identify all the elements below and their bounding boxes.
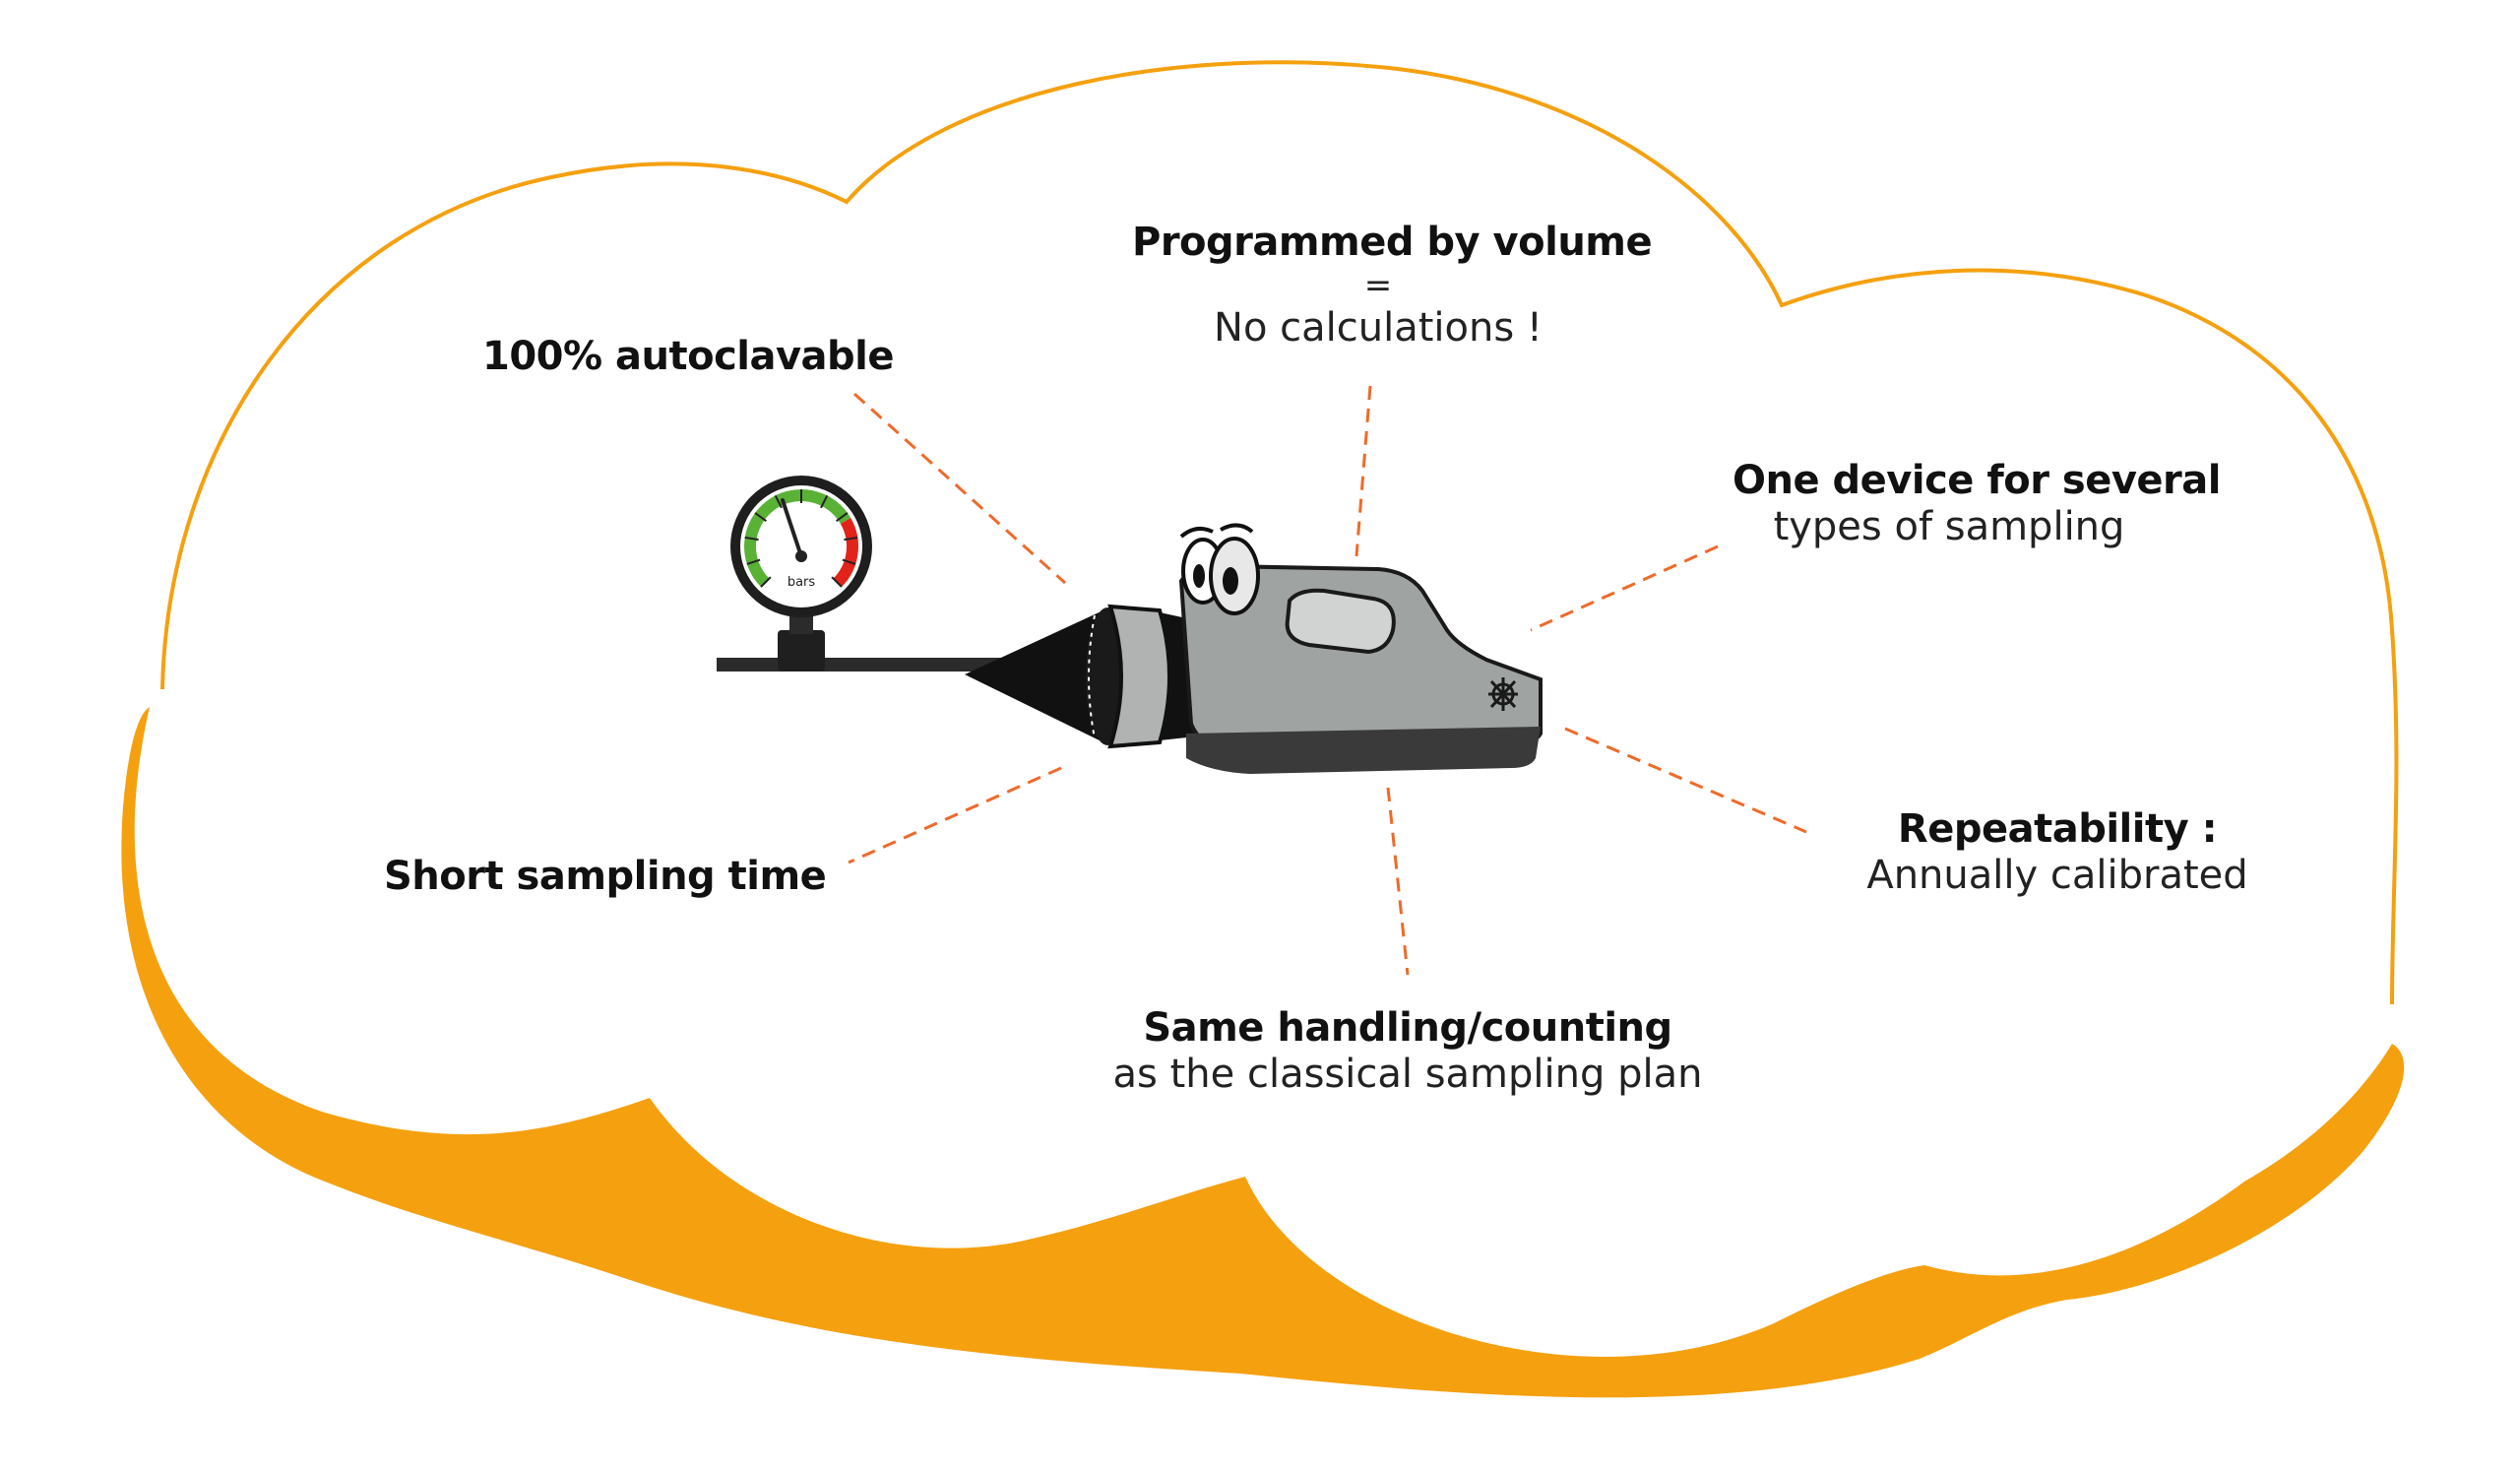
- feature-repeatability: Repeatability : Annually calibrated: [1851, 805, 2264, 898]
- connector-line: [848, 766, 1062, 864]
- cloud-inner: [150, 707, 2392, 1326]
- bug-logo-icon: [1488, 677, 1518, 711]
- feature-several: One device for several types of sampling: [1732, 457, 2221, 549]
- feature-title: 100% autoclavable: [482, 334, 895, 379]
- gauge-tick: [844, 536, 858, 542]
- gauge-tick: [820, 494, 829, 509]
- feature-title: One device for several: [1732, 458, 2221, 503]
- gauge-tick: [754, 512, 767, 522]
- connector-lines: [848, 385, 1807, 976]
- gauge-tick: [836, 512, 849, 522]
- feature-title: Same handling/counting: [1143, 1005, 1672, 1051]
- feature-volume: Programmed by volume = No calculations !: [1132, 219, 1653, 351]
- feature-handling: Same handling/counting as the classical …: [1112, 1004, 1703, 1097]
- feature-equals: =: [1363, 266, 1393, 305]
- gauge-tick: [774, 494, 783, 509]
- feature-short-time: Short sampling time: [384, 853, 827, 900]
- gauge-tick: [831, 576, 843, 588]
- gauge-tick: [760, 576, 772, 588]
- connector-line: [1386, 787, 1410, 976]
- gauge-tick: [842, 558, 856, 565]
- gauge-tick: [744, 536, 759, 542]
- feature-title: Short sampling time: [384, 854, 827, 899]
- feature-title: Repeatability :: [1897, 806, 2218, 852]
- connector-line: [1530, 544, 1719, 632]
- feature-detail: types of sampling: [1773, 504, 2125, 549]
- feature-autoclavable: 100% autoclavable: [482, 333, 895, 380]
- feature-detail: No calculations !: [1214, 305, 1543, 351]
- gauge-unit-label: bars: [788, 575, 816, 590]
- feature-title: Programmed by volume: [1132, 220, 1653, 265]
- air-sampler-icon: [965, 523, 1543, 774]
- connector-line: [1564, 727, 1807, 834]
- connector-line: [852, 392, 1067, 585]
- cloud-outline: [160, 60, 2399, 1005]
- pressure-gauge-icon: bars: [717, 476, 1110, 672]
- cloud-shadow: [121, 707, 2405, 1398]
- gauge-tick: [746, 558, 761, 565]
- feature-detail: Annually calibrated: [1866, 853, 2248, 898]
- feature-detail: as the classical sampling plan: [1112, 1052, 1703, 1097]
- connector-line: [1354, 385, 1372, 557]
